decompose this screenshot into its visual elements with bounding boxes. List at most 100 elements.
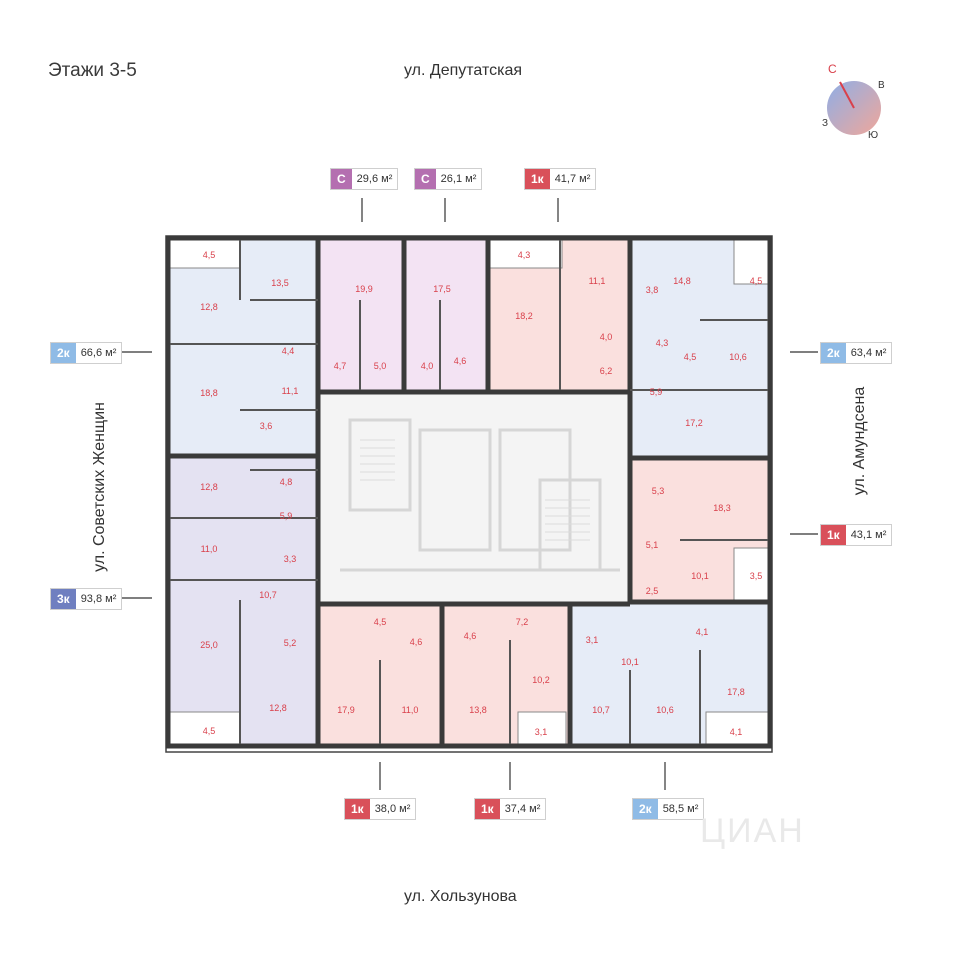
room-area-label: 11,1 — [588, 276, 606, 286]
apartment-area: 58,5 м² — [662, 803, 699, 815]
room-area-label: 3,8 — [645, 285, 659, 295]
apartment-west-3k-fill[interactable] — [170, 456, 318, 744]
room-area-label: 4,8 — [279, 477, 293, 487]
room-area-label: 4,6 — [463, 631, 477, 641]
apartment-type-badge: С — [415, 169, 436, 189]
room-area-label: 4,5 — [202, 726, 216, 736]
street-north-label: ул. Депутатская — [404, 62, 523, 79]
apartment-fills — [170, 240, 768, 744]
room-area-label: 4,1 — [695, 627, 709, 637]
room-area-label: 12,8 — [200, 482, 218, 492]
apartment-tag-south-2k[interactable]: 2к 58,5 м² — [632, 798, 705, 820]
apartment-tag-east-1k[interactable]: 1к 43,1 м² — [820, 524, 893, 546]
core-area — [320, 392, 628, 602]
apartment-type-badge: 1к — [475, 799, 500, 819]
street-south-label: ул. Хользунова — [404, 888, 517, 905]
room-area-label: 19,9 — [355, 284, 373, 294]
room-area-label: 10,7 — [259, 590, 277, 600]
room-area-label: 5,3 — [651, 486, 665, 496]
room-area-label: 4,0 — [599, 332, 613, 342]
compass-north: С — [828, 62, 837, 76]
apartment-area: 93,8 м² — [80, 593, 117, 605]
watermark: ЦИАН — [700, 812, 805, 850]
stair-steps — [360, 439, 590, 541]
apartment-tag-north-1k[interactable]: 1к 41,7 м² — [524, 168, 597, 190]
leader-lines — [120, 198, 818, 790]
room-area-label: 4,5 — [749, 276, 763, 286]
apartment-north-studio-2-fill[interactable] — [406, 240, 486, 390]
apartment-tag-west-3k[interactable]: 3к 93,8 м² — [50, 588, 123, 610]
room-area-label: 10,6 — [656, 705, 674, 715]
apartment-type-badge: 2к — [633, 799, 658, 819]
apartment-tag-east-2k[interactable]: 2к 63,4 м² — [820, 342, 893, 364]
room-area-label: 6,2 — [599, 366, 613, 376]
room-area-label: 4,5 — [202, 250, 216, 260]
room-area-label: 4,5 — [373, 617, 387, 627]
apartment-area: 63,4 м² — [850, 347, 887, 359]
core-structure — [340, 418, 620, 572]
room-area-label: 25,0 — [200, 640, 218, 650]
room-area-label: 12,8 — [200, 302, 218, 312]
room-area-label: 10,6 — [729, 352, 747, 362]
room-area-label: 3,1 — [585, 635, 599, 645]
room-area-label: 4,5 — [683, 352, 697, 362]
apartment-type-badge: 2к — [821, 343, 846, 363]
room-area-label: 10,7 — [592, 705, 610, 715]
room-area-label: 5,0 — [373, 361, 387, 371]
room-area-label: 2,5 — [645, 586, 659, 596]
room-area-label: 7,2 — [515, 617, 529, 627]
room-area-label: 18,2 — [515, 311, 533, 321]
room-area-label: 4,0 — [420, 361, 434, 371]
apartment-tag-west-2k[interactable]: 2к 66,6 м² — [50, 342, 123, 364]
apartment-area: 41,7 м² — [554, 173, 591, 185]
apartment-tag-south-1k-2[interactable]: 1к 37,4 м² — [474, 798, 547, 820]
apartment-area: 38,0 м² — [374, 803, 411, 815]
room-area-label: 18,3 — [713, 503, 731, 513]
apartment-tag-south-1k-1[interactable]: 1к 38,0 м² — [344, 798, 417, 820]
apartment-area: 66,6 м² — [80, 347, 117, 359]
partitions — [170, 240, 768, 744]
room-area-label: 4,3 — [655, 338, 669, 348]
room-area-label: 10,1 — [691, 571, 709, 581]
room-area-label: 10,2 — [532, 675, 550, 685]
room-area-label: 5,9 — [279, 511, 293, 521]
apartment-tag-north-studio-1[interactable]: С 29,6 м² — [330, 168, 399, 190]
room-area-label: 11,0 — [401, 705, 419, 715]
compass-east: В — [878, 80, 885, 91]
room-area-label: 3,6 — [259, 421, 273, 431]
room-area-label: 4,7 — [333, 361, 347, 371]
apartment-type-badge: 3к — [51, 589, 76, 609]
room-area-label: 10,1 — [621, 657, 639, 667]
room-area-label: 5,9 — [649, 387, 663, 397]
apartment-area: 29,6 м² — [356, 173, 393, 185]
compass: С В Ю З — [816, 60, 896, 141]
compass-west: З — [822, 118, 829, 129]
room-area-label: 11,1 — [281, 386, 299, 396]
room-area-label: 5,2 — [283, 638, 297, 648]
room-area-label: 4,4 — [281, 346, 295, 356]
room-area-label: 18,8 — [200, 388, 218, 398]
room-area-label: 17,2 — [685, 418, 703, 428]
apartment-area: 43,1 м² — [850, 529, 887, 541]
apartment-tag-north-studio-2[interactable]: С 26,1 м² — [414, 168, 483, 190]
room-area-label: 13,5 — [271, 278, 289, 288]
room-area-label: 5,1 — [645, 540, 659, 550]
apartment-type-badge: 1к — [345, 799, 370, 819]
room-area-label: 4,3 — [517, 250, 531, 260]
walls — [165, 235, 773, 749]
room-area-label: 4,1 — [729, 727, 743, 737]
apartment-type-badge: 1к — [525, 169, 550, 189]
room-area-label: 4,6 — [409, 637, 423, 647]
room-area-label: 4,6 — [453, 356, 467, 366]
compass-south: Ю — [868, 130, 879, 141]
room-area-label: 3,5 — [749, 571, 763, 581]
room-area-label: 3,1 — [534, 727, 548, 737]
apartment-area: 26,1 м² — [440, 173, 477, 185]
room-area-label: 11,0 — [200, 544, 218, 554]
room-area-label: 17,8 — [727, 687, 745, 697]
apartment-west-2k-fill[interactable] — [170, 240, 318, 454]
apartment-type-badge: 1к — [821, 525, 846, 545]
compass-icon — [827, 81, 881, 135]
floor-title: Этажи 3-5 — [48, 60, 137, 81]
